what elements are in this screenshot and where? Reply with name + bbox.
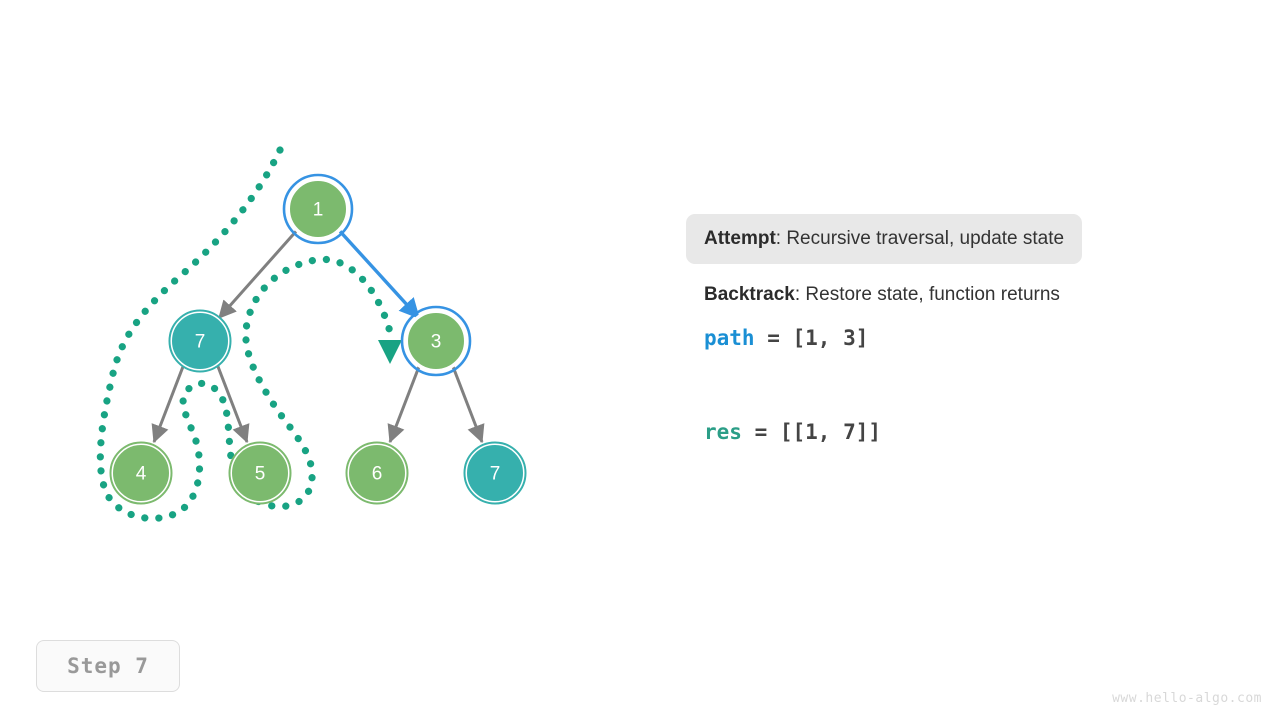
- path-state-row: path = [1, 3]: [686, 319, 1186, 357]
- edge-1-to-3: [335, 226, 421, 320]
- tree-node-7-left-label: 7: [195, 332, 206, 353]
- tree-edges: [151, 226, 485, 444]
- tree-node-3-label: 3: [431, 332, 442, 353]
- tree-node-4-label: 4: [136, 464, 147, 485]
- tree-node-7-right[interactable]: 7: [463, 441, 527, 505]
- path-variable-value: = [1, 3]: [754, 326, 869, 351]
- watermark: www.hello-algo.com: [1112, 691, 1262, 706]
- tree-node-5-label: 5: [255, 464, 266, 485]
- tree-nodes: 1 7 3 4: [109, 173, 527, 505]
- edge-7-to-4: [151, 363, 186, 444]
- path-variable-name: path: [704, 326, 755, 351]
- edge-1-to-7: [217, 227, 301, 319]
- tree-node-5[interactable]: 5: [228, 441, 292, 505]
- tree-node-6-label: 6: [372, 464, 383, 485]
- attempt-label: Attempt: [704, 228, 776, 249]
- backtrack-label: Backtrack: [704, 283, 795, 305]
- tree-node-7-right-label: 7: [490, 464, 501, 485]
- info-panel: Attempt: Recursive traversal, update sta…: [686, 214, 1186, 451]
- step-badge-label: Step 7: [67, 654, 149, 678]
- tree-node-3[interactable]: 3: [400, 305, 472, 377]
- res-variable-value: = [[1, 7]]: [741, 420, 882, 445]
- edge-3-to-7: [450, 363, 485, 444]
- attempt-row: Attempt: Recursive traversal, update sta…: [686, 214, 1083, 264]
- backtrack-row: Backtrack: Restore state, function retur…: [686, 270, 1078, 320]
- trace-arrow-marker: [378, 340, 402, 364]
- attempt-description: : Recursive traversal, update state: [775, 228, 1065, 249]
- res-variable-name: res: [704, 420, 742, 445]
- edge-7-to-5: [215, 363, 250, 444]
- res-state-row: res = [[1, 7]]: [686, 413, 1186, 451]
- tree-node-1[interactable]: 1: [282, 173, 354, 245]
- tree-node-7-left[interactable]: 7: [168, 309, 232, 373]
- tree-node-1-label: 1: [313, 200, 324, 221]
- traversal-trace: [96, 146, 402, 522]
- backtrack-description: : Restore state, function returns: [794, 283, 1060, 305]
- backtrack-text: Backtrack: Restore state, function retur…: [704, 284, 1060, 305]
- tree-node-4[interactable]: 4: [109, 441, 173, 505]
- edge-3-to-6: [387, 363, 422, 444]
- attempt-text: Attempt: Recursive traversal, update sta…: [704, 228, 1064, 249]
- step-badge: Step 7: [36, 640, 180, 692]
- tree-node-6[interactable]: 6: [345, 441, 409, 505]
